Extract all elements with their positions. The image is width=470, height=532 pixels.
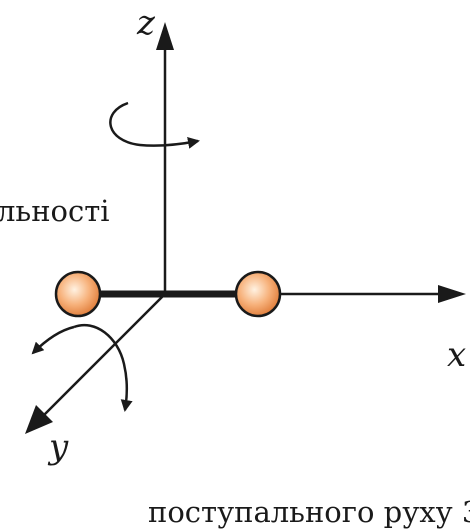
x-axis-label: x — [447, 335, 466, 375]
atom-right — [236, 272, 280, 316]
y-axis-label: y — [47, 427, 69, 467]
rotation-arrow-z-icon — [110, 103, 198, 146]
z-axis — [156, 22, 174, 294]
z-axis-label: z — [136, 3, 156, 43]
atom-left — [56, 272, 100, 316]
rotation-arrow-y-arc-right — [74, 325, 127, 410]
y-axis — [25, 294, 165, 434]
left-partial-label: льності — [0, 194, 110, 228]
x-axis-arrowhead — [438, 285, 466, 303]
bottom-caption: поступального руху 3 — [148, 495, 470, 529]
z-axis-arrowhead — [156, 22, 174, 50]
rotation-arrow-y-icon — [33, 327, 74, 353]
